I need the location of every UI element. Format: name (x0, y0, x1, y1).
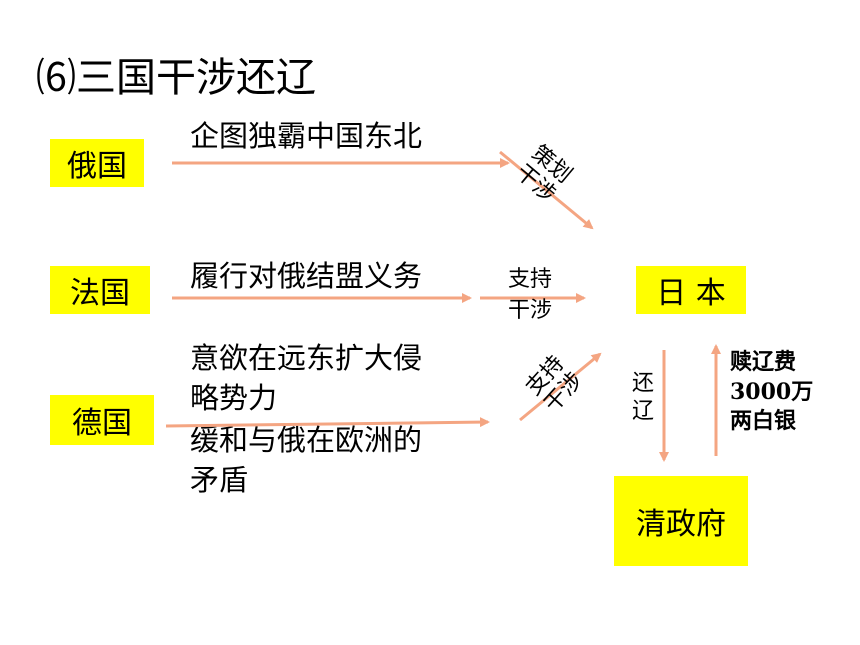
return-line2: 辽 (631, 398, 654, 424)
qing-label: 清政府 (636, 507, 726, 542)
japan-box: 日 本 (636, 266, 746, 314)
germany-interference-arrow (519, 352, 602, 422)
russia-label: 俄国 (67, 149, 127, 184)
germany-reason-line2: 略势力 (190, 381, 278, 415)
france-reason: 履行对俄结盟义务 (190, 259, 423, 293)
russia-interference-arrow (499, 150, 594, 230)
germany-reason-line4: 矛盾 (190, 463, 249, 497)
france-box: 法国 (50, 266, 150, 314)
france-action-label: 支持 干涉 (495, 267, 565, 323)
germany-label: 德国 (72, 406, 132, 441)
qing-box: 清政府 (614, 476, 748, 566)
germany-arrow (165, 417, 490, 428)
ransom-line2: 3000万 (730, 378, 814, 405)
return-line1: 还 (631, 371, 654, 396)
germany-reason-line3: 缓和与俄在欧洲的 (190, 423, 423, 457)
ransom-label: 赎辽费 3000万 两白银 (730, 348, 813, 437)
france-action-line1: 支持 (507, 267, 552, 292)
return-label: 还 辽 (628, 370, 658, 425)
germany-box: 德国 (50, 395, 154, 445)
page-title: ⑹三国干涉还辽 (36, 55, 316, 101)
russia-reason: 企图独霸中国东北 (190, 119, 423, 153)
france-label: 法国 (70, 276, 130, 311)
ransom-line3: 两白银 (730, 408, 797, 435)
ransom-line1: 赎辽费 (730, 349, 797, 375)
germany-reason-line1: 意欲在远东扩大侵 (190, 341, 423, 375)
japan-label: 日 本 (656, 276, 726, 311)
russia-box: 俄国 (50, 139, 144, 187)
france-action-line2: 干涉 (507, 297, 552, 323)
